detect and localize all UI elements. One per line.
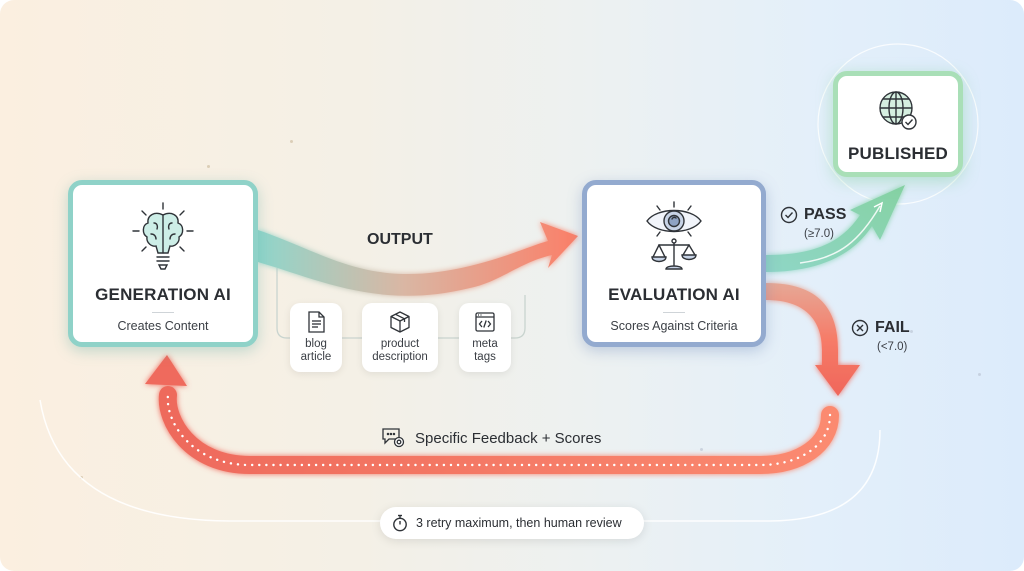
feedback-text: Specific Feedback + Scores [415, 429, 602, 447]
pass-arrow-highlight [799, 205, 881, 264]
generation-ai-subtitle: Creates Content [117, 319, 209, 333]
fail-threshold: (<7.0) [877, 341, 908, 353]
pass-threshold: (≥7.0) [804, 228, 834, 240]
output-chip-label: product description [372, 338, 428, 363]
x-circle-icon [851, 319, 869, 337]
divider [663, 312, 685, 313]
retry-guide-line [39, 399, 881, 522]
generation-ai-card: GENERATION AI Creates Content [68, 180, 258, 347]
fail-label: FAIL [851, 319, 910, 337]
sparkle [207, 165, 210, 168]
published-card: PUBLISHED [833, 71, 963, 177]
fail-arrow [766, 283, 860, 396]
package-icon [390, 311, 410, 333]
retry-text: 3 retry maximum, then human review [416, 516, 622, 530]
feedback-label: Specific Feedback + Scores [381, 427, 601, 449]
sparkle [910, 330, 913, 333]
output-chip-meta-tags: meta tags [459, 303, 511, 372]
fail-text: FAIL [875, 319, 910, 336]
output-chip-blog-article: blog article [290, 303, 342, 372]
code-window-icon [475, 312, 495, 332]
output-chip-label: meta tags [472, 338, 498, 363]
retry-note: 3 retry maximum, then human review [380, 507, 644, 539]
eye-scales-icon [646, 201, 702, 270]
evaluation-ai-subtitle: Scores Against Criteria [610, 319, 738, 333]
document-icon [308, 311, 325, 333]
output-label: OUTPUT [367, 231, 433, 248]
globe-check-icon [879, 91, 917, 130]
check-circle-icon [780, 206, 798, 224]
evaluation-ai-card: EVALUATION AI Scores Against Criteria [582, 180, 766, 347]
published-halo [817, 43, 979, 205]
output-arrow [258, 222, 578, 296]
chat-gear-icon [382, 428, 405, 448]
generation-ai-title: GENERATION AI [95, 285, 231, 304]
published-title: PUBLISHED [847, 144, 949, 163]
feedback-loop-dots [166, 393, 832, 467]
feedback-loop-arrowhead [145, 355, 187, 386]
output-chip-product-description: product description [362, 303, 438, 372]
evaluation-ai-title: EVALUATION AI [608, 285, 740, 304]
sparkle [978, 373, 981, 376]
pass-text: PASS [804, 206, 847, 223]
pass-label: PASS [780, 206, 846, 224]
sparkle [290, 140, 293, 143]
pass-arrow [766, 185, 905, 272]
output-chip-label: blog article [300, 338, 332, 363]
pass-arrow-highlight-tip [873, 201, 884, 213]
stopwatch-icon [393, 514, 407, 532]
divider [152, 312, 174, 313]
brain-lightbulb-icon [132, 202, 194, 270]
sparkle [700, 448, 703, 451]
